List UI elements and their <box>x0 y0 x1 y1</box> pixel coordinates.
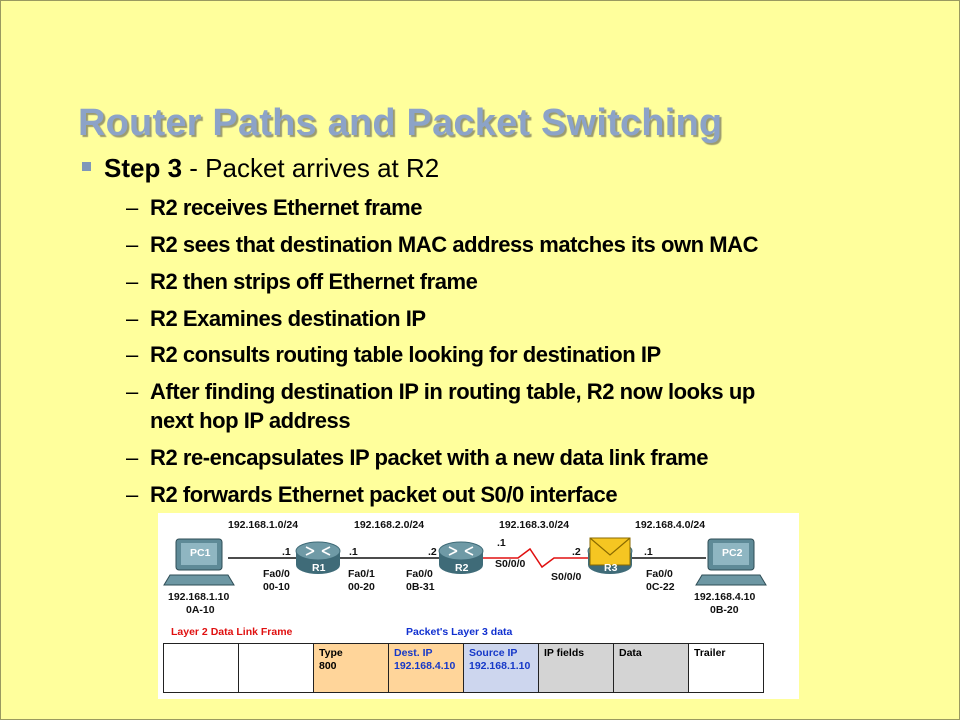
bullet-square-icon <box>82 162 91 171</box>
r1-left-mac: 00-10 <box>263 581 290 593</box>
pc1-ip: 192.168.1.10 <box>168 591 230 603</box>
r3-right-interface: Fa0/0 <box>646 568 673 580</box>
r2-left-interface: Fa0/0 <box>406 568 433 580</box>
r1-left-interface: Fa0/0 <box>263 568 290 580</box>
pc1-icon <box>163 538 235 586</box>
pc1-name: PC1 <box>190 547 211 559</box>
pc2-name: PC2 <box>722 547 743 559</box>
host-addr-r3-left: .2 <box>572 546 581 558</box>
r3-right-mac: 0C-22 <box>646 581 675 593</box>
network-label: 192.168.4.0/24 <box>635 519 706 531</box>
r2-left-mac: 0B-31 <box>406 581 435 593</box>
host-addr-pc1-side: .1 <box>282 546 291 558</box>
r3-left-interface: S0/0/0 <box>551 571 582 583</box>
r1-name: R1 <box>312 562 326 574</box>
pc2-icon <box>695 538 767 586</box>
r1-right-mac: 00-20 <box>348 581 375 593</box>
pc1-mac: 0A-10 <box>186 604 215 616</box>
host-addr-r1-right: .1 <box>349 546 358 558</box>
frame-field-trailer: Trailer <box>688 643 764 693</box>
r3-name: R3 <box>604 562 618 574</box>
network-label: 192.168.2.0/24 <box>354 519 425 531</box>
r2-right-interface: S0/0/0 <box>495 558 526 570</box>
topology-graphic <box>163 537 767 586</box>
host-addr-r3-right: .1 <box>644 546 653 558</box>
host-addr-r2-left: .2 <box>428 546 437 558</box>
slide-title: Router Paths and Packet Switching <box>78 102 723 144</box>
network-label: 192.168.1.0/24 <box>228 519 299 531</box>
frame-field <box>163 643 239 693</box>
r1-right-interface: Fa0/1 <box>348 568 375 580</box>
bullet-step-label: Step 3 <box>104 153 183 183</box>
serial-link-r2-r3 <box>481 547 590 569</box>
network-diagram: R1 R2 R3 PC1 PC2 192.168.1.0/24 192.168.… <box>158 513 799 699</box>
pc2-mac: 0B-20 <box>710 604 739 616</box>
host-addr-r2-right: .1 <box>497 537 506 549</box>
r2-name: R2 <box>455 562 469 574</box>
frame-field <box>238 643 314 693</box>
router-r1-icon <box>295 541 341 574</box>
packet-envelope-icon <box>589 537 631 566</box>
pc2-ip: 192.168.4.10 <box>694 591 756 603</box>
frame-field-data: Data <box>613 643 689 693</box>
network-label: 192.168.3.0/24 <box>499 519 570 531</box>
frame-field-ip-fields: IP fields <box>538 643 614 693</box>
layer3-caption: Packet's Layer 3 data <box>406 626 513 638</box>
layer2-caption: Layer 2 Data Link Frame <box>171 626 293 638</box>
router-r2-icon <box>438 541 484 574</box>
bullet-text: - Packet arrives at R2 <box>182 153 440 183</box>
